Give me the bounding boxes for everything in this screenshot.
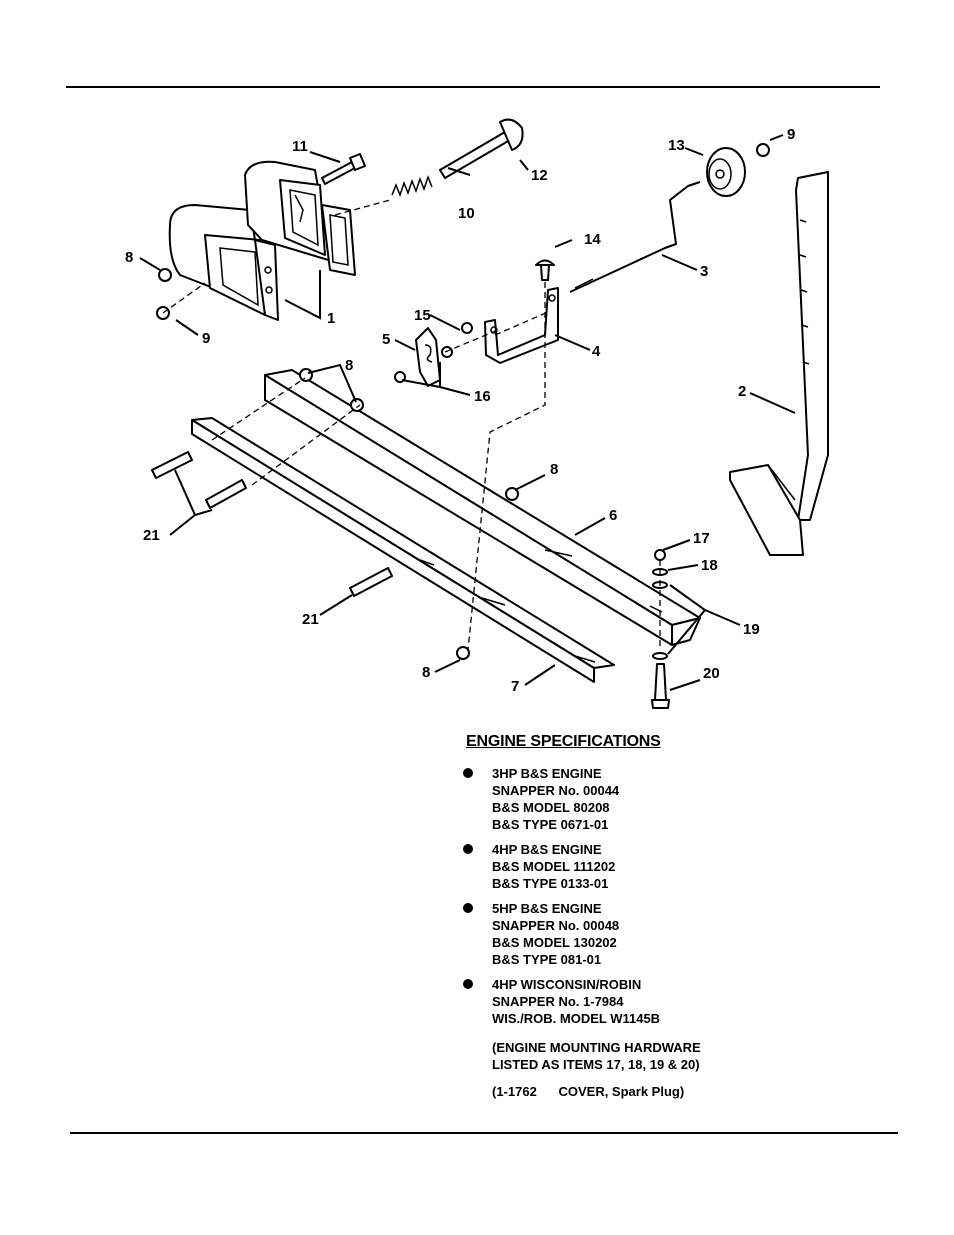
callout-21-b: 21 xyxy=(302,611,319,628)
callout-13: 13 xyxy=(668,137,685,154)
leader-lines xyxy=(139,134,796,691)
callout-19: 19 xyxy=(743,621,760,638)
mounting-hardware-note: (ENGINE MOUNTING HARDWARE LISTED AS ITEM… xyxy=(462,1039,882,1073)
cover-note: (1-1762 COVER, Spark Plug) xyxy=(492,1084,685,1099)
note-line: LISTED AS ITEMS 17, 18, 19 & 20) xyxy=(492,1057,700,1072)
callout-4: 4 xyxy=(592,343,601,360)
note-line: (ENGINE MOUNTING HARDWARE xyxy=(492,1040,701,1055)
part-2-handle xyxy=(729,171,829,556)
engine-line: B&S MODEL 80208 xyxy=(492,800,610,815)
specs-title: ENGINE SPECIFICATIONS xyxy=(466,733,661,750)
callout-labels: 1 2 3 4 5 6 7 8 8 8 8 9 9 10 11 12 13 14… xyxy=(125,126,795,695)
part-5-latch xyxy=(415,327,441,387)
engine-line: B&S TYPE 0671-01 xyxy=(492,817,609,832)
callout-14: 14 xyxy=(584,231,601,248)
callout-9-b: 9 xyxy=(202,330,210,347)
part-21-bolts xyxy=(151,451,393,597)
callout-6: 6 xyxy=(609,507,617,524)
callout-8-c: 8 xyxy=(550,461,558,478)
part-7-rail xyxy=(191,417,615,683)
assembly-lines xyxy=(162,199,661,651)
callout-9-a: 9 xyxy=(787,126,795,143)
engine-line: 4HP WISCONSIN/ROBIN xyxy=(492,977,642,992)
engine-spec-item: 5HP B&S ENGINE SNAPPER No. 00048 B&S MOD… xyxy=(462,900,882,968)
parts-exploded-diagram: 1 2 3 4 5 6 7 8 8 8 8 9 9 10 11 12 13 14… xyxy=(125,118,829,709)
part-10-spring xyxy=(391,174,433,198)
engine-line: 4HP B&S ENGINE xyxy=(492,842,602,857)
part-20-bolt xyxy=(651,663,670,709)
top-rule xyxy=(66,86,880,88)
engine-line: B&S MODEL 111202 xyxy=(492,859,616,874)
callout-15: 15 xyxy=(414,307,431,324)
callout-18: 18 xyxy=(701,557,718,574)
callout-10: 10 xyxy=(458,205,475,222)
engine-line: SNAPPER No. 00048 xyxy=(492,918,620,933)
engine-line: SNAPPER No. 1-7984 xyxy=(492,994,624,1009)
engine-line: B&S TYPE 0133-01 xyxy=(492,876,609,891)
bullet-icon xyxy=(463,903,473,913)
callout-1: 1 xyxy=(327,310,335,327)
callout-20: 20 xyxy=(703,665,720,682)
engine-line: 5HP B&S ENGINE xyxy=(492,901,602,916)
callout-11: 11 xyxy=(292,138,308,155)
part-12-bolt xyxy=(439,118,524,179)
part-4-bracket xyxy=(484,287,559,364)
part-6-rail xyxy=(264,369,701,646)
callout-21-a: 21 xyxy=(143,527,160,544)
part-1-housing xyxy=(168,160,356,321)
callout-17: 17 xyxy=(693,530,710,547)
callout-12: 12 xyxy=(531,167,548,184)
callout-8-a: 8 xyxy=(125,249,133,266)
bullet-icon xyxy=(463,768,473,778)
part-13-pulley xyxy=(706,147,746,197)
callout-8-d: 8 xyxy=(422,664,430,681)
part-14-bolt xyxy=(535,259,555,281)
part-3-rod xyxy=(569,181,701,293)
engine-line: WIS./ROB. MODEL W1145B xyxy=(492,1011,661,1026)
bullet-icon xyxy=(463,979,473,989)
callout-5: 5 xyxy=(382,331,390,348)
part-11-bolt xyxy=(321,153,366,185)
engine-specifications: ENGINE SPECIFICATIONS 3HP B&S ENGINE SNA… xyxy=(462,733,882,1100)
bottom-rule xyxy=(70,1132,898,1134)
callout-3: 3 xyxy=(700,263,708,280)
callout-16: 16 xyxy=(474,388,491,405)
engine-line: SNAPPER No. 00044 xyxy=(492,783,620,798)
callout-2: 2 xyxy=(738,383,746,400)
engine-spec-item: 3HP B&S ENGINE SNAPPER No. 00044 B&S MOD… xyxy=(462,765,882,833)
engine-spec-item: 4HP WISCONSIN/ROBIN SNAPPER No. 1-7984 W… xyxy=(462,976,882,1027)
engine-line: 3HP B&S ENGINE xyxy=(492,766,602,781)
engine-spec-item: 4HP B&S ENGINE B&S MODEL 111202 B&S TYPE… xyxy=(462,841,882,892)
callout-7: 7 xyxy=(511,678,519,695)
engine-line: B&S TYPE 081-01 xyxy=(492,952,602,967)
bullet-icon xyxy=(463,844,473,854)
callout-8-b: 8 xyxy=(345,357,353,374)
engine-line: B&S MODEL 130202 xyxy=(492,935,617,950)
